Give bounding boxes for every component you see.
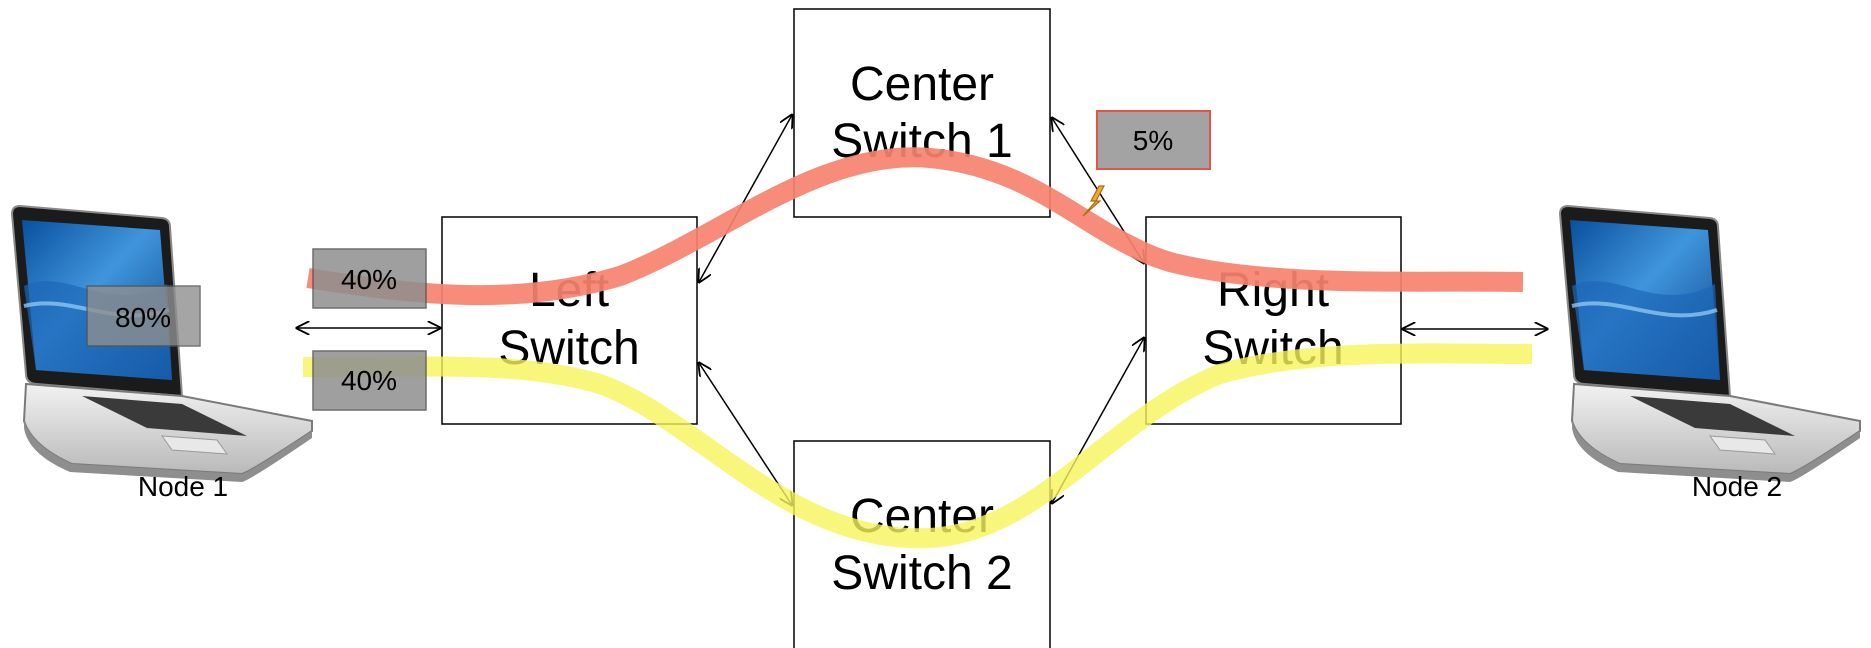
center-switch-2-label-2: Switch 2 — [831, 547, 1012, 600]
yellow-traffic-path — [302, 343, 1533, 549]
label-yellow-40-percent-text: 40% — [341, 365, 397, 396]
label-yellow-40-percent: 40% — [312, 350, 427, 411]
center-switch-1-label-1: Center — [850, 58, 994, 111]
node1-label: Node 1 — [138, 471, 228, 502]
node2-laptop-icon — [1558, 204, 1862, 484]
label-5-percent-text: 5% — [1133, 125, 1173, 156]
label-80-percent-text: 80% — [115, 302, 171, 333]
link-left-center2 — [699, 363, 792, 505]
label-red-40-percent-text: 40% — [341, 264, 397, 295]
label-red-40-percent: 40% — [312, 248, 427, 309]
label-80-percent: 80% — [86, 285, 201, 347]
link-left-center1 — [699, 115, 792, 282]
node2-label: Node 2 — [1692, 471, 1782, 502]
red-traffic-path — [306, 147, 1524, 306]
label-5-percent: 5% — [1096, 110, 1211, 170]
center-switch-2: Center Switch 2 — [793, 440, 1051, 648]
lightning-bolt-icon — [1082, 185, 1105, 217]
